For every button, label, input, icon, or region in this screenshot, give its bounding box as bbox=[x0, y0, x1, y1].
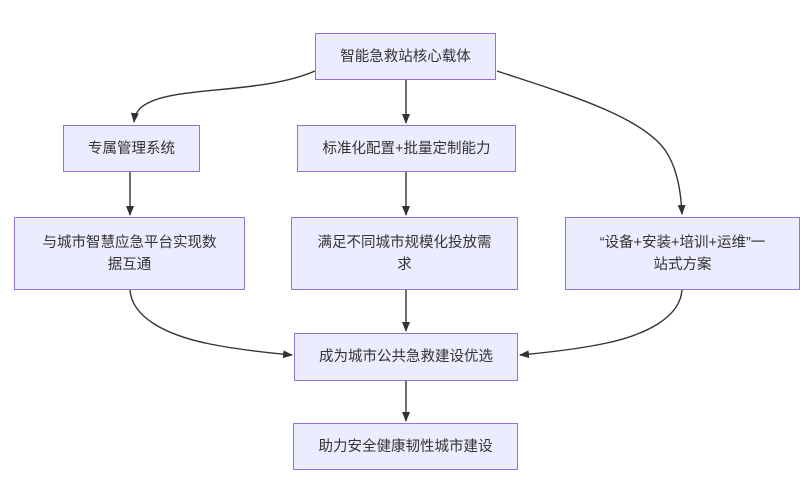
node-one-stop-solution: “设备+安装+培训+运维”一 站式方案 bbox=[565, 217, 800, 290]
node-standardized-config: 标准化配置+批量定制能力 bbox=[297, 125, 516, 172]
node-preferred-choice: 成为城市公共急救建设优选 bbox=[294, 333, 518, 381]
edge-data-to-choice bbox=[129, 289, 293, 359]
edge-core-to-onestop bbox=[496, 70, 686, 215]
node-data-interconnection: 与城市智慧应急平台实现数 据互通 bbox=[14, 217, 245, 290]
node-core-carrier: 智能急救站核心载体 bbox=[315, 33, 496, 80]
node-resilient-city: 助力安全健康韧性城市建设 bbox=[293, 423, 518, 470]
edge-core-to-mgmt bbox=[130, 70, 316, 123]
node-city-scale-deployment: 满足不同城市规模化投放需 求 bbox=[291, 217, 518, 290]
edge-onestop-to-choice bbox=[519, 289, 683, 359]
node-management-system: 专属管理系统 bbox=[63, 125, 200, 172]
